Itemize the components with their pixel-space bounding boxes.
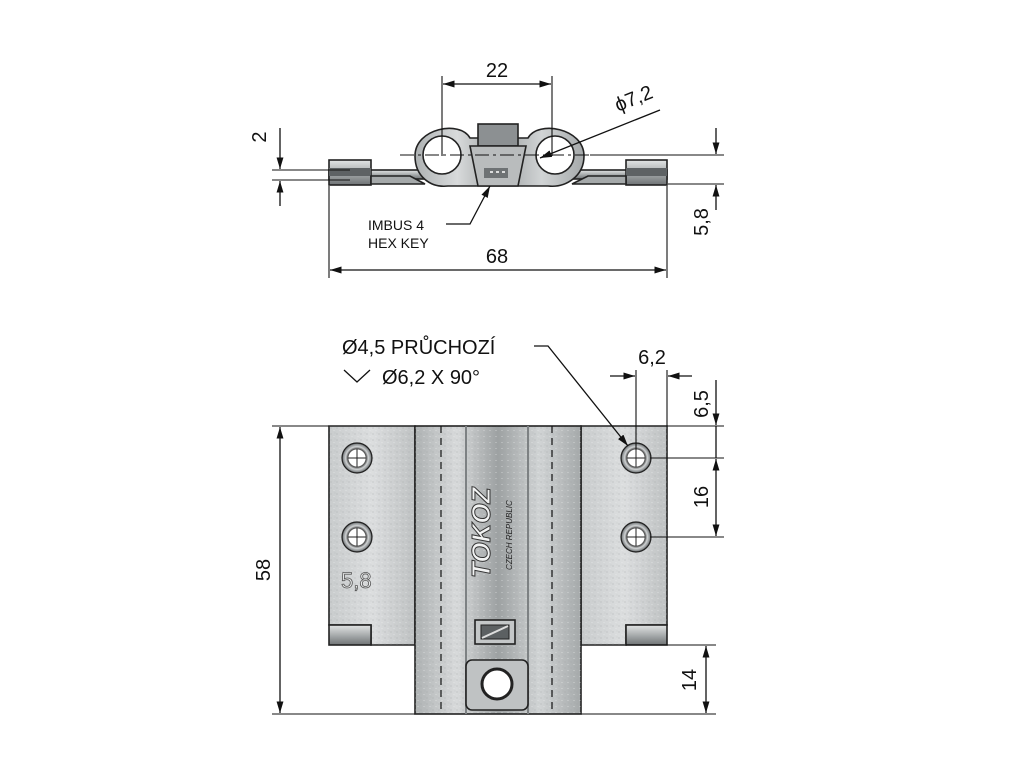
dim-6-2: 6,2 [610,347,692,450]
dim-height-label: 5,8 [691,208,713,236]
screw-head [477,123,519,147]
hex-key-note-line1: IMBUS 4 [368,217,424,233]
dim-14: 14 [581,644,716,715]
hex-key-note-line2: HEX KEY [368,235,429,251]
dim-14-label: 14 [679,669,701,691]
hole-note: Ø4,5 PRŮCHOZÍ Ø6,2 X 90° [342,335,629,447]
dim-6-5-label: 6,5 [691,390,713,418]
tokoz-logo: TOKOZ CZECH REPUBLIC [466,486,515,579]
top-view: 22 ϕ7,2 2 5,8 68 [249,60,724,278]
countersink-symbol [343,369,371,383]
mounting-holes [341,442,652,553]
plate-marking: 5,8 [341,568,372,593]
dim-16-label: 16 [691,486,713,508]
dim-thickness-label: 2 [249,131,271,142]
dim-thickness: 2 [249,128,350,206]
dim-68: 68 [328,186,668,278]
dim-68-label: 68 [486,246,508,268]
dim-diameter-label: ϕ7,2 [612,82,656,117]
center-body [414,425,582,715]
hole-note-line1: Ø4,5 PRŮCHOZÍ [342,335,496,359]
logo-subtext: CZECH REPUBLIC [505,500,514,570]
dim-height: 5,8 [590,128,724,236]
dim-58-label: 58 [253,559,275,581]
dim-58: 58 [253,425,415,715]
dim-6-2-label: 6,2 [638,347,666,369]
hex-socket [484,168,508,178]
dim-16: 16 [650,459,724,538]
top-view-knuckles [414,123,585,187]
dim-22-label: 22 [486,60,508,82]
logo-text: TOKOZ [466,486,496,578]
bottom-hole [480,667,514,701]
hex-key-note: IMBUS 4 HEX KEY [368,185,491,251]
dim-6-5: 6,5 [650,380,724,459]
hole-note-line2: Ø6,2 X 90° [382,367,480,389]
dim-22: 22 [441,60,553,156]
front-view: TOKOZ CZECH REPUBLIC 5,8 Ø4,5 PRŮCHOZÍ Ø… [253,335,724,715]
